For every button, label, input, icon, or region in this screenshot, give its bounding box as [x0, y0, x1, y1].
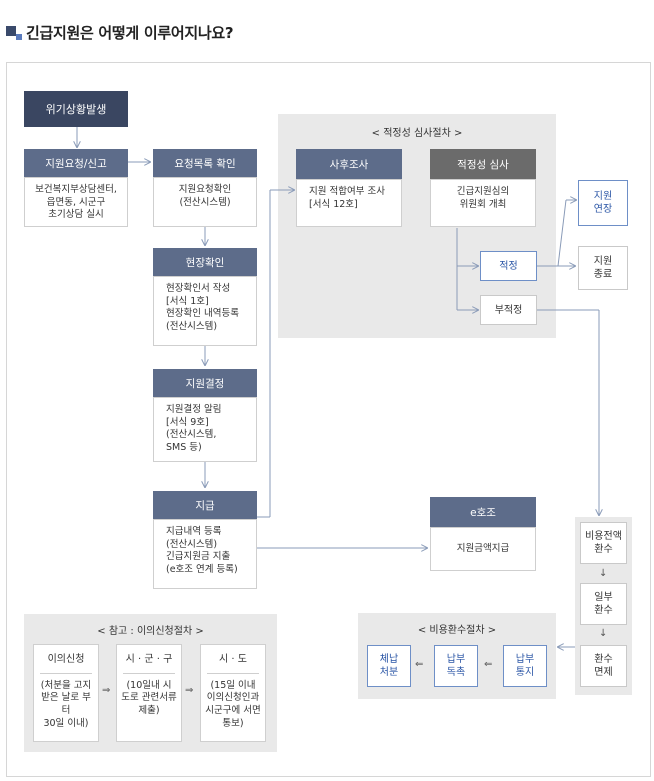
payment-urge-box: 납부 독촉 [434, 645, 478, 687]
objection-step-3-title: 시 · 도 [207, 645, 259, 674]
objection-step-1-title: 이의신청 [40, 645, 92, 674]
post-survey-head: 사후조사 [296, 149, 402, 179]
objection-step-1: 이의신청 (처분을 고지 받은 날로 부터 30일 이내) [33, 644, 99, 742]
site-check-body: 현장확인서 작성 [서식 1호] 현장확인 내역등록 (전산시스템) [153, 276, 257, 346]
full-refund-box: 비용전액 환수 [580, 522, 627, 564]
objection-panel-label: < 참고 : 이의신청절차 > [97, 626, 204, 637]
objection-step-2-desc: (10일내 시 도로 관련서류 제출) [121, 679, 177, 717]
objection-arrow-1: ⇒ [102, 685, 111, 696]
payment-body: 지급내역 등록 (전산시스템) 긴급지원금 지출 (e호조 연계 등록) [153, 519, 257, 589]
ehojo-head: e호조 [430, 497, 536, 527]
request-head: 지원요청/신고 [24, 149, 128, 177]
refund-left-arrow-1: ⇐ [484, 659, 493, 670]
payment-notice-box: 납부 통지 [503, 645, 547, 687]
appropriate-box: 적정 [480, 251, 537, 281]
arrears-disposal-box: 체납 처분 [367, 645, 411, 687]
page-title: 긴급지원은 어떻게 이루어지나요? [26, 24, 234, 42]
inappropriate-box: 부적정 [480, 295, 537, 325]
partial-refund-box: 일부 환수 [580, 583, 627, 625]
objection-step-2: 시 · 군 · 구 (10일내 시 도로 관련서류 제출) [116, 644, 182, 742]
crisis-node: 위기상황발생 [24, 91, 128, 127]
review-head: 적정성 심사 [430, 149, 536, 179]
title-bullet-icon [6, 26, 22, 40]
confirm-head: 요청목록 확인 [153, 149, 257, 177]
support-end-box: 지원 종료 [578, 246, 628, 290]
post-survey-body: 지원 적합여부 조사 [서식 12호] [296, 179, 402, 227]
refund-exempt-box: 환수 면제 [580, 645, 627, 687]
decision-body: 지원결정 알림 [서식 9호] (전산시스템, SMS 등) [153, 397, 257, 462]
refund-panel-label: < 비용환수절차 > [417, 625, 497, 636]
refund-down-arrow-1: ↓ [599, 568, 608, 579]
site-check-head: 현장확인 [153, 248, 257, 276]
review-body: 긴급지원심의 위원회 개최 [430, 179, 536, 227]
ehojo-body: 지원금액지급 [430, 527, 536, 571]
refund-left-arrow-2: ⇐ [415, 659, 424, 670]
objection-arrow-2: ⇒ [185, 685, 194, 696]
objection-step-2-title: 시 · 군 · 구 [123, 645, 175, 674]
refund-down-arrow-2: ↓ [599, 628, 608, 639]
objection-step-1-desc: (처분을 고지 받은 날로 부터 30일 이내) [40, 679, 92, 729]
objection-step-3: 시 · 도 (15일 이내 이의신청인과 시군구에 서면 통보) [200, 644, 266, 742]
decision-head: 지원결정 [153, 369, 257, 397]
request-body: 보건복지부상담센터, 읍면동, 시군구 초기상담 실시 [24, 177, 128, 227]
confirm-body: 지원요청확인 (전산시스템) [153, 177, 257, 227]
objection-step-3-desc: (15일 이내 이의신청인과 시군구에 서면 통보) [205, 679, 261, 729]
payment-head: 지급 [153, 491, 257, 519]
support-extend-box: 지원 연장 [578, 180, 628, 226]
review-panel-label: < 적정성 심사절차 > [371, 128, 463, 139]
